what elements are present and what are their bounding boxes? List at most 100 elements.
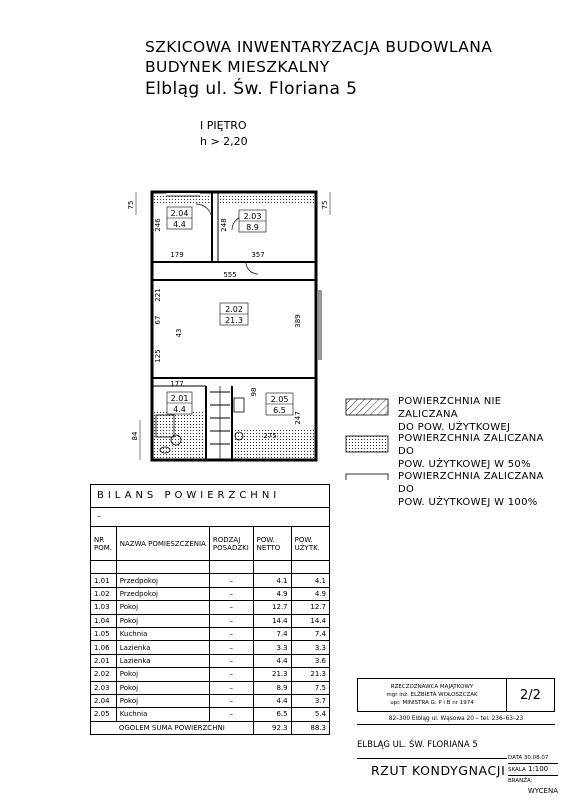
col-header-netto: POW.NETTO [252,526,292,561]
date-label: DATA [508,755,523,761]
row-rodzaj: – [208,693,254,709]
dim-125: 125 [154,349,162,362]
legend-swatch-hatched [345,398,389,416]
row-name: Lazienka [115,653,210,669]
room-area: 6.5 [273,406,286,415]
row-rodzaj: – [208,613,254,628]
row-nr: 2.05 [90,707,117,722]
date-value: 30.08.07 [523,755,549,761]
row-rodzaj: – [208,640,254,655]
row-nr: 1.02 [90,586,117,602]
floor-name: I PIĘTRO [200,119,247,132]
kitchen-fixtures [233,397,245,441]
row-uzytk: 3.3 [290,640,331,655]
legend-swatches [345,398,389,480]
floor-plan: 75 75 246 248 179 357 555 221 67 43 125 … [127,190,389,480]
row-nr: 1.01 [90,573,117,588]
row-netto: 14.4 [252,613,292,628]
dimension-lines [135,192,331,460]
row-name: Pokoj [115,680,210,695]
row-rodzaj: – [208,573,254,588]
row-netto: 4.4 [252,693,292,709]
row-nr: 1.03 [90,600,117,615]
drawing-title-box: RZUT KONDYGNACJI [357,758,507,779]
dim-75-left: 75 [127,201,135,210]
row-name: Lazienka [115,640,210,655]
row-uzytk: 7.5 [290,680,331,695]
document-title-line2: BUDYNEK MIESZKALNY [145,58,330,76]
legend-item-not-counted: POWIERZCHNIA NIE ZALICZANA DO POW. UŻYTK… [398,396,511,433]
floor-height: h > 2,20 [200,135,248,148]
table-total-row: OGOLEM SUMA POWIERZCHNI 92.3 88.3 [90,720,331,736]
dim-43: 43 [175,329,183,338]
room-number: 2.05 [271,395,289,404]
row-name: Kuchnia [115,626,210,642]
row-netto: 6.5 [252,707,292,722]
room-number: 2.03 [244,212,262,221]
row-netto: 8.9 [252,680,292,695]
row-uzytk: 3.7 [290,693,331,709]
dim-67: 67 [154,316,162,325]
row-uzytk: 12.7 [290,600,331,615]
row-uzytk: 3.6 [290,653,331,669]
floor-info: I PIĘTRO h > 2,20 [200,118,248,150]
outer-walls [150,190,318,462]
room-area: 4.4 [173,220,186,229]
row-rodzaj: – [208,707,254,722]
total-netto: 92.3 [252,720,292,736]
dim-247: 247 [294,411,302,424]
room-number: 2.02 [225,305,243,314]
legend-swatch-blank [345,473,389,480]
dim-555: 555 [223,271,236,279]
bathroom-fixtures [155,414,182,454]
windows [166,190,322,360]
row-netto: 12.7 [252,600,292,615]
row-nr: 2.01 [90,653,117,669]
room-2-05-label: 2.05 6.5 [265,392,294,416]
legend-item-100-percent: POWIERZCHNIA ZALICZANA DO POW. UŻYTKOWEJ… [398,471,544,508]
col-header-name: NAZWA POMIESZCZENIA [115,526,210,561]
row-uzytk: 21.3 [290,667,331,682]
row-uzytk: 5.4 [290,707,331,722]
interior-walls [152,192,316,460]
room-number: 2.04 [171,209,189,218]
total-label: OGOLEM SUMA POWIERZCHNI [90,720,254,736]
total-uzytk: 88.3 [290,720,331,736]
dim-357: 357 [251,251,264,259]
table-blank-row: – [90,507,330,526]
row-nr: 2.03 [90,680,117,695]
row-rodzaj: – [208,653,254,669]
dim-75-right: 75 [321,201,329,210]
dim-389: 389 [294,314,302,327]
dim-275: 275 [263,432,276,440]
row-rodzaj: – [208,600,254,615]
room-2-02-label: 2.02 21.3 [219,302,249,326]
row-nr: 1.04 [90,613,117,628]
appraiser-stamp: RZECZOZNAWCA MAJĄTKOWY mgr inż. ELŻBIETA… [357,678,507,712]
room-2-03-label: 2.03 8.9 [238,209,267,233]
row-netto: 7.4 [252,626,292,642]
dim-98: 98 [250,388,258,397]
dim-248: 248 [220,218,228,231]
row-name: Pokoj [115,667,210,682]
dim-221: 221 [154,288,162,301]
scale-value: 1:100 [527,765,549,773]
row-uzytk: 4.9 [290,586,331,602]
dim-179: 179 [170,251,183,259]
drawing-title: RZUT KONDYGNACJI [371,763,506,778]
row-netto: 3.3 [252,640,292,655]
row-nr: 1.05 [90,626,117,642]
dim-177: 177 [170,380,183,388]
table-title: BILANS POWIERZCHNI [90,484,330,507]
row-name: Pokoj [115,693,210,709]
room-area: 4.4 [173,405,186,414]
